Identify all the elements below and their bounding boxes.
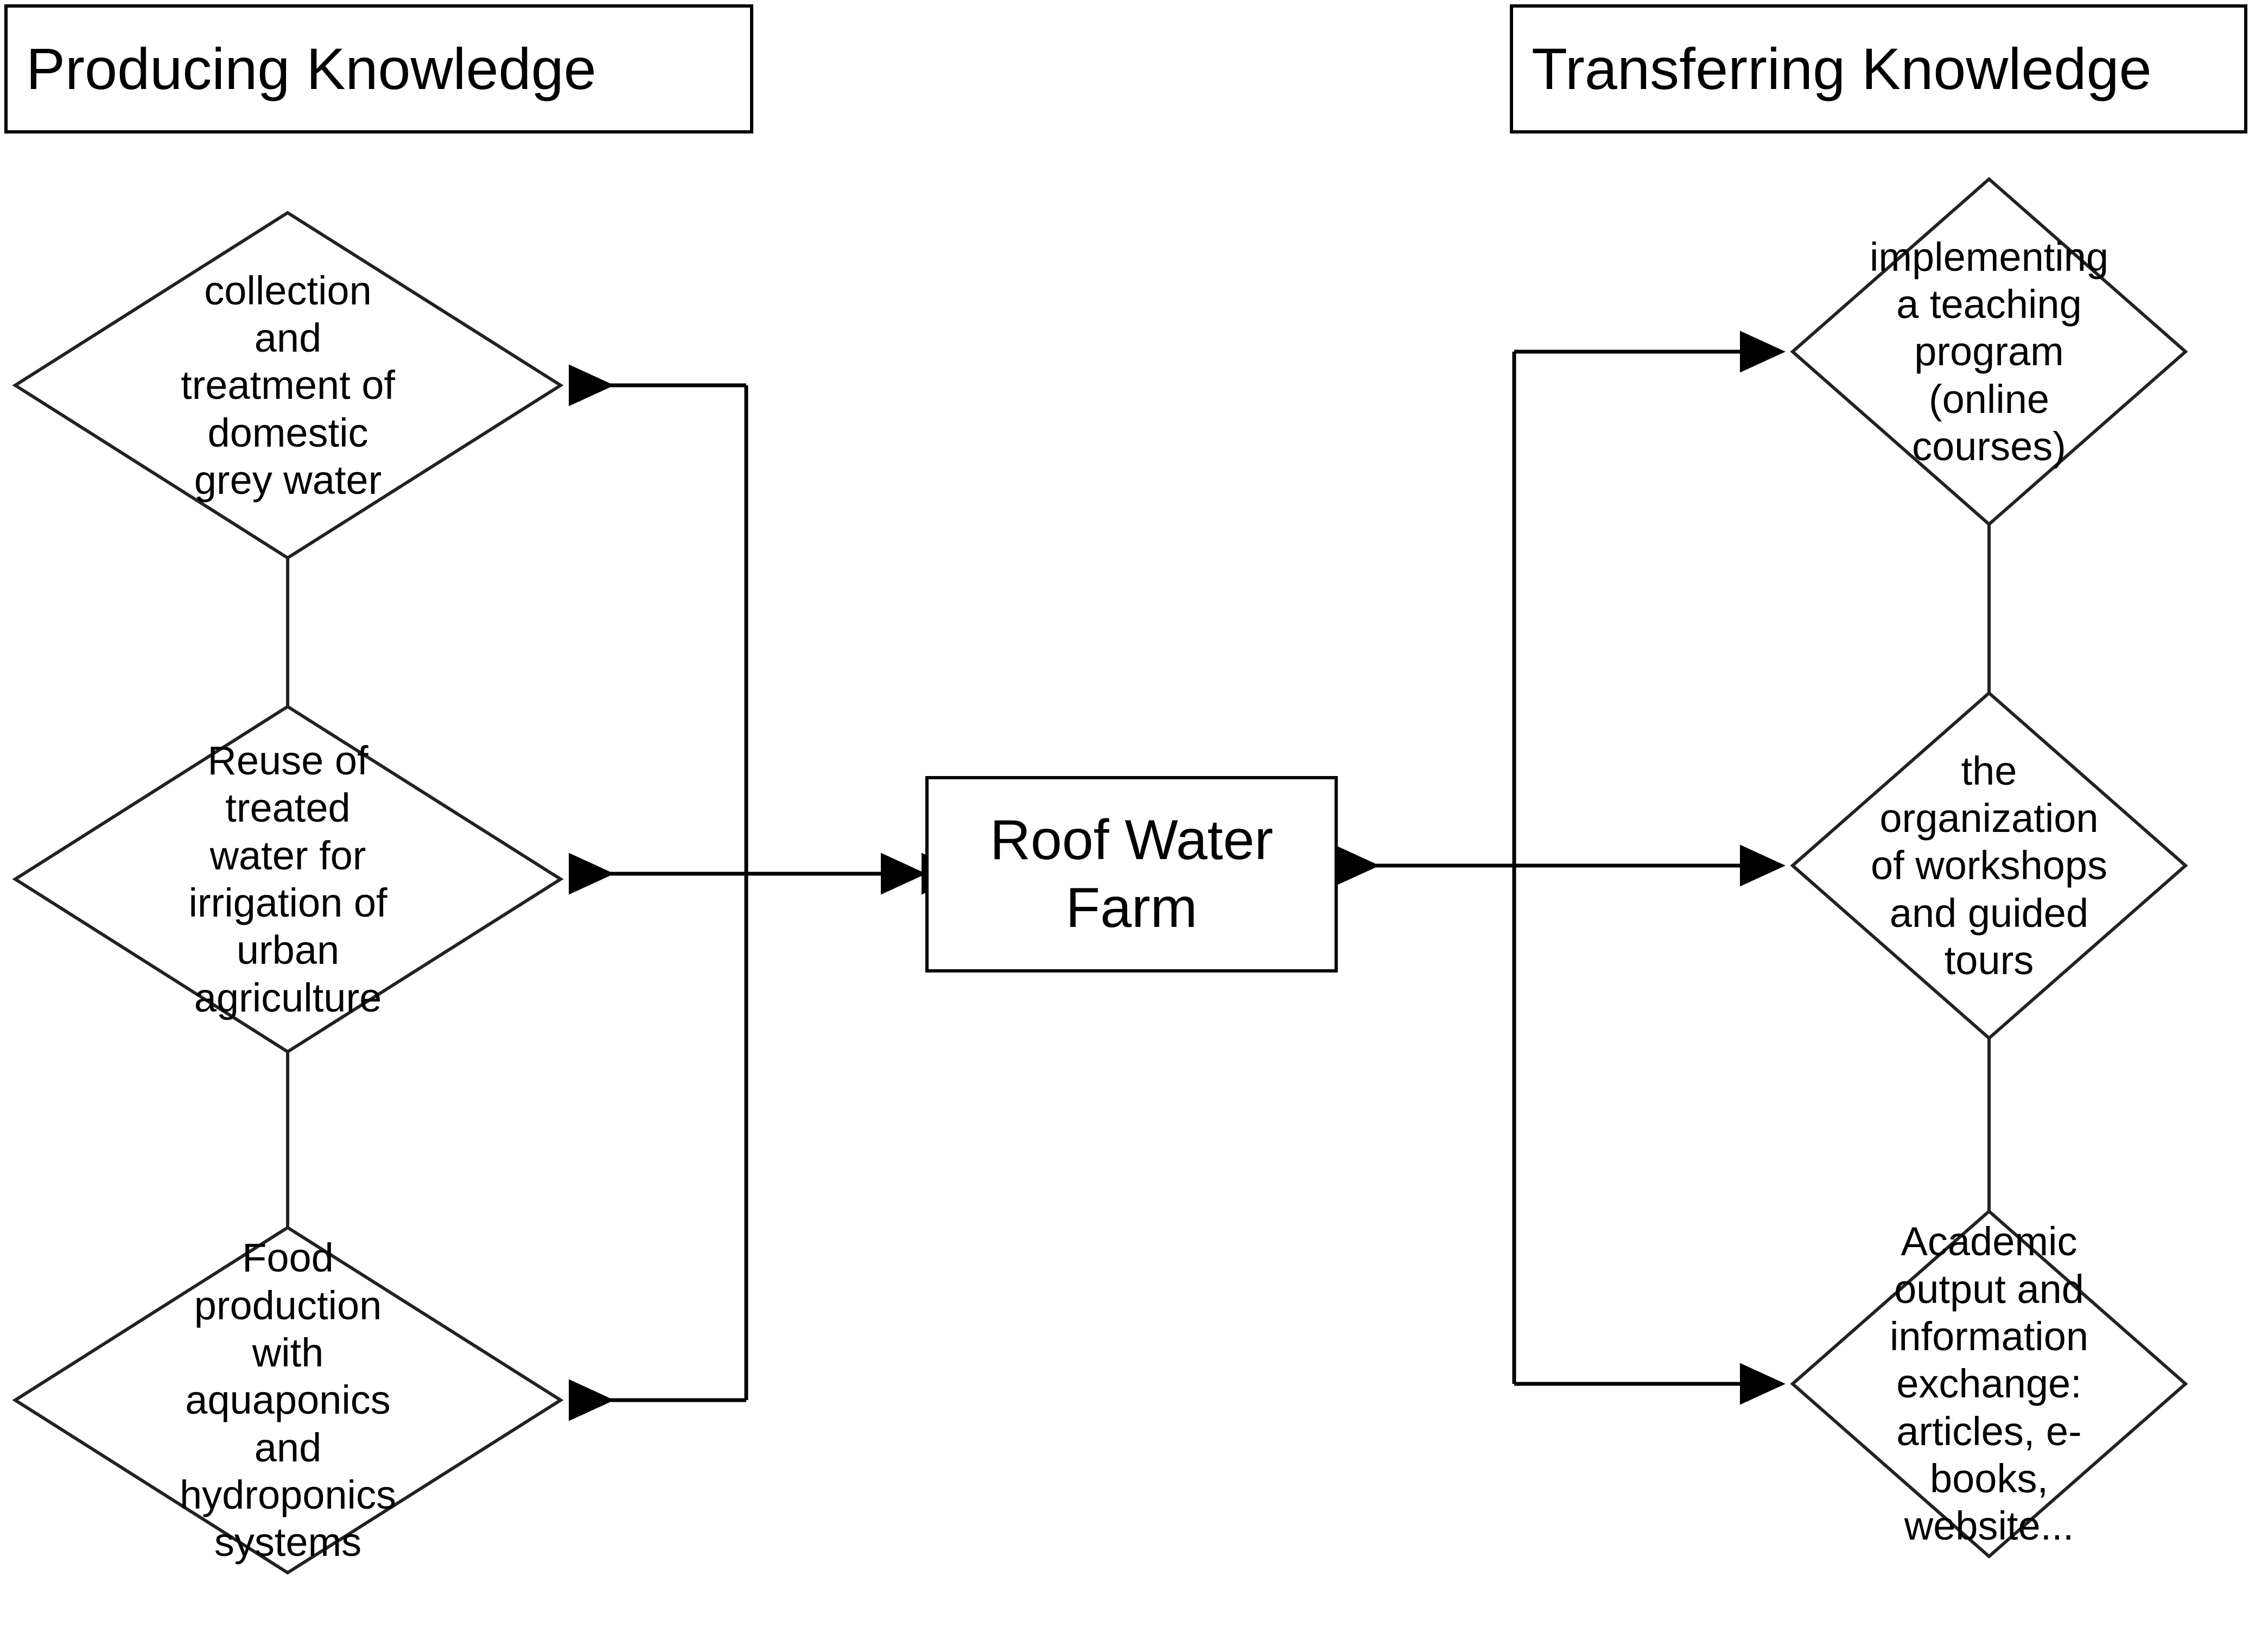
- diamond-outline-left-3: [12, 1225, 564, 1575]
- node-right-2-label: the organization of workshops and guided…: [1871, 748, 2107, 983]
- node-left-2-label: Reuse of treated water for irrigation of…: [188, 738, 387, 1020]
- section-header-right-label: Transferring Knowledge: [1532, 36, 2152, 102]
- node-right-3-label: Academic output and information exchange…: [1889, 1219, 2089, 1549]
- node-right-3: Academic output and information exchange…: [1793, 1211, 2186, 1556]
- node-center-roof-water-farm: Roof Water Farm: [925, 776, 1338, 972]
- node-right-1: implementing a teaching program (online …: [1793, 179, 2186, 524]
- node-left-2: Reuse of treated water for irrigation of…: [15, 707, 561, 1052]
- node-right-2: the organization of workshops and guided…: [1793, 693, 2186, 1038]
- section-header-producing-knowledge: Producing Knowledge: [4, 4, 753, 134]
- node-center-label: Roof Water Farm: [989, 809, 1274, 939]
- section-header-transferring-knowledge: Transferring Knowledge: [1510, 4, 2247, 134]
- diamond-outline-right-3: [1790, 1209, 2188, 1559]
- node-left-1-label: collection and treatment of domestic gre…: [181, 268, 395, 503]
- node-left-3: Food production with aquaponics and hydr…: [15, 1228, 561, 1573]
- section-header-left-label: Producing Knowledge: [26, 36, 596, 102]
- node-left-1: collection and treatment of domestic gre…: [15, 213, 561, 558]
- node-right-1-label: implementing a teaching program (online …: [1869, 234, 2109, 469]
- node-left-3-label: Food production with aquaponics and hydr…: [179, 1235, 396, 1565]
